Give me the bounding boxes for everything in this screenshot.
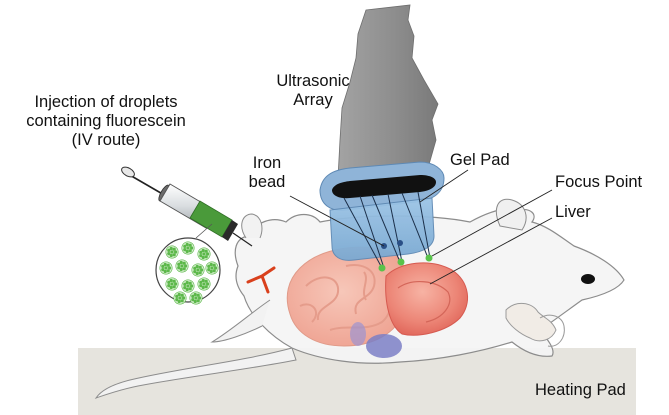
mouse-hind-leg <box>212 300 270 342</box>
syringe <box>120 165 252 246</box>
label-iron-bead: Iron bead <box>237 154 297 192</box>
kidney <box>366 334 402 358</box>
droplet-icon <box>206 262 218 274</box>
label-focus-point: Focus Point <box>555 173 642 192</box>
droplet-icon <box>176 260 188 272</box>
droplet-icon <box>160 262 172 274</box>
mouse-ear <box>496 199 526 230</box>
droplet-icon <box>182 242 194 254</box>
droplet-icon <box>198 278 210 290</box>
droplet-icon <box>198 248 210 260</box>
label-ultrasonic-array: Ultrasonic Array <box>271 72 355 110</box>
label-liver: Liver <box>555 203 591 222</box>
droplet-icon <box>182 280 194 292</box>
droplet-icon <box>166 278 178 290</box>
label-gel-pad: Gel Pad <box>450 151 510 170</box>
focus-point-marker <box>398 259 405 266</box>
droplet-icon <box>174 292 186 304</box>
iron-bead <box>397 240 403 246</box>
droplet-icon <box>192 264 204 276</box>
droplet-icon <box>166 246 178 258</box>
droplet-icon <box>190 292 202 304</box>
focus-point-marker <box>379 265 386 272</box>
focus-point-marker <box>426 255 433 262</box>
mouse-back-paw <box>242 214 262 238</box>
mouse-eye <box>581 274 595 284</box>
spleen <box>350 322 366 346</box>
label-heating-pad: Heating Pad <box>535 381 626 400</box>
label-injection: Injection of droplets containing fluores… <box>6 93 206 150</box>
